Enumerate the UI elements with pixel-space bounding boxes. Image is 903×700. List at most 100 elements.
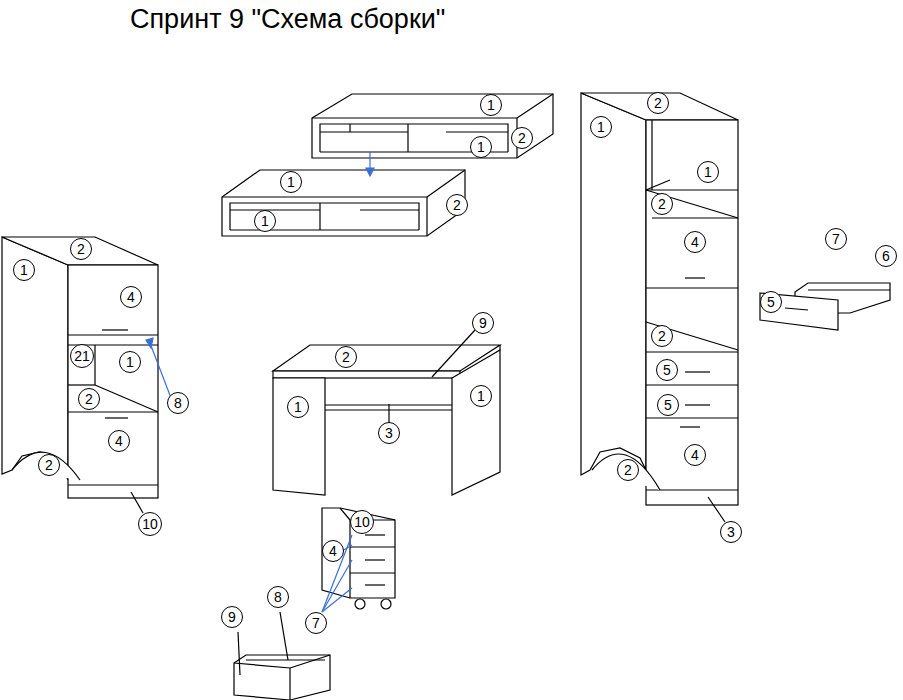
- callout-text: 2: [658, 329, 666, 343]
- furniture-drawing: [68, 334, 158, 335]
- callout-number: 5: [657, 394, 679, 416]
- callout-text: 7: [312, 616, 320, 630]
- furniture-drawing: [646, 180, 670, 190]
- callout-number: 2: [617, 459, 639, 481]
- furniture-drawing: [150, 343, 171, 398]
- furniture-drawing: [360, 209, 419, 210]
- furniture-drawing: [646, 287, 738, 288]
- furniture-drawing: [246, 659, 325, 660]
- callout-number: 5: [656, 359, 678, 381]
- callout-number: 2: [511, 127, 533, 149]
- furniture-drawing: [646, 322, 738, 350]
- callout-text: 2: [342, 350, 350, 364]
- furniture-drawing: [350, 546, 395, 547]
- furniture-drawing: [381, 599, 391, 609]
- furniture-drawing: [646, 351, 738, 352]
- callout-text: 3: [727, 525, 735, 539]
- callout-number: 2: [78, 388, 100, 410]
- callout-text: 7: [832, 232, 840, 246]
- furniture-drawing: [290, 655, 330, 668]
- callout-number: 21: [70, 344, 94, 368]
- callout-text: 5: [663, 363, 671, 377]
- furniture-drawing: [319, 203, 320, 230]
- callout-text: 21: [74, 349, 90, 363]
- furniture-drawing: [808, 289, 850, 290]
- furniture-drawing: [322, 588, 352, 612]
- callout-number: 9: [221, 606, 243, 628]
- callout-number: 4: [322, 540, 344, 562]
- callout-text: 1: [597, 120, 605, 134]
- furniture-drawing: [94, 345, 95, 385]
- callout-text: 2: [658, 197, 666, 211]
- furniture-drawing: [238, 632, 240, 675]
- furniture-drawing: [68, 411, 158, 412]
- furniture-drawing: [685, 404, 710, 405]
- callout-text: 9: [479, 316, 487, 330]
- furniture-drawing: [349, 124, 350, 132]
- callout-text: 9: [228, 610, 236, 624]
- callout-text: 4: [127, 290, 135, 304]
- furniture-drawing: [785, 308, 808, 310]
- callout-number: 3: [378, 422, 400, 444]
- callout-number: 2: [70, 238, 92, 260]
- furniture-drawing: [685, 371, 710, 372]
- furniture-drawing: [320, 131, 408, 132]
- callout-number: 1: [254, 210, 276, 232]
- callout-number: 5: [760, 291, 782, 313]
- callout-number: 4: [120, 286, 142, 308]
- furniture-drawing: [322, 535, 352, 612]
- callout-number: 1: [697, 161, 719, 183]
- furniture-drawing: [581, 93, 646, 475]
- callout-number: 7: [825, 228, 847, 250]
- furniture-drawing: [222, 196, 427, 197]
- furniture-drawing: [517, 94, 553, 118]
- furniture-drawing: [426, 197, 427, 236]
- callout-text: 5: [664, 398, 672, 412]
- diagram-title: Спринт 9 "Схема сборки": [130, 4, 445, 35]
- callout-number: 1: [280, 171, 302, 193]
- callout-number: 2: [335, 346, 357, 368]
- furniture-drawing: [652, 217, 738, 218]
- callout-text: 1: [487, 98, 495, 112]
- callout-text: 8: [174, 396, 182, 410]
- furniture-drawing: [365, 534, 385, 535]
- furniture-drawing: [365, 584, 385, 585]
- furniture-drawing: [68, 265, 158, 498]
- callout-number: 4: [684, 444, 706, 466]
- furniture-drawing: [651, 120, 652, 190]
- furniture-drawing: [273, 345, 500, 371]
- callout-number: 10: [138, 512, 162, 536]
- callout-text: 1: [477, 389, 485, 403]
- callout-number: 1: [287, 396, 309, 418]
- furniture-drawing: [102, 329, 128, 330]
- furniture-drawing: [68, 384, 95, 385]
- furniture-drawing: [131, 492, 143, 513]
- callout-text: 2: [624, 463, 632, 477]
- callout-text: 2: [45, 458, 53, 472]
- callout-number: 9: [472, 312, 494, 334]
- furniture-drawing: [680, 426, 700, 427]
- callout-text: 1: [704, 165, 712, 179]
- callout-number: 1: [590, 116, 612, 138]
- furniture-drawing: [340, 508, 350, 520]
- callout-number: 4: [108, 430, 130, 452]
- callout-number: 7: [305, 612, 327, 634]
- furniture-drawing: [234, 663, 290, 668]
- callout-text: 4: [691, 448, 699, 462]
- furniture-drawing: [312, 94, 553, 158]
- furniture-drawing: [366, 168, 374, 176]
- furniture-drawing: [685, 277, 705, 278]
- furniture-drawing: [355, 599, 365, 609]
- callout-number: 2: [647, 92, 669, 114]
- furniture-drawing: [592, 454, 660, 490]
- callout-number: 6: [875, 245, 897, 267]
- callout-text: 1: [294, 400, 302, 414]
- callout-number: 1: [13, 259, 35, 281]
- callout-text: 1: [261, 214, 269, 228]
- callout-text: 1: [20, 263, 28, 277]
- furniture-drawing: [234, 655, 330, 700]
- furniture-drawing: [365, 559, 385, 560]
- callout-text: 5: [767, 295, 775, 309]
- furniture-drawing: [646, 189, 738, 190]
- furniture-drawing: [68, 484, 158, 485]
